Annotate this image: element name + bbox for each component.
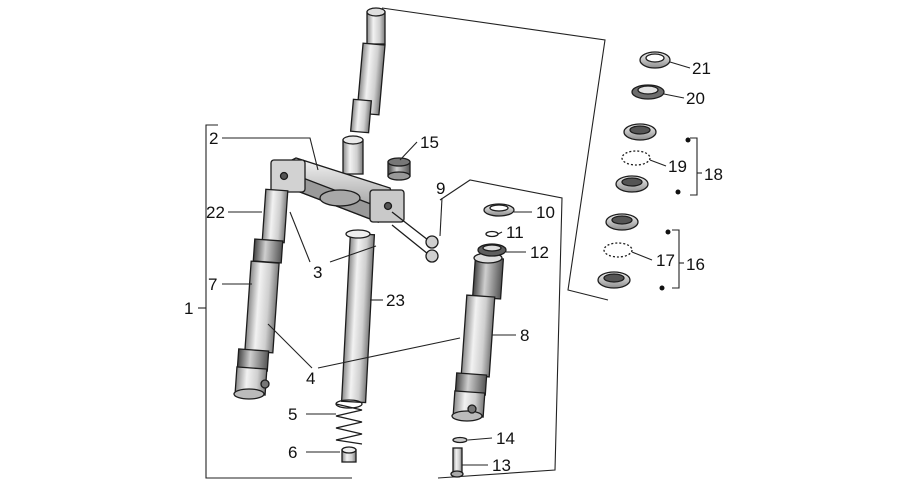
callout-7: 7 xyxy=(208,275,217,294)
part-9-clamp-bolts xyxy=(391,211,439,263)
callout-15: 15 xyxy=(420,133,439,152)
part-19-ball-cage xyxy=(621,150,651,166)
callout-17: 17 xyxy=(656,251,675,270)
callout-1: 1 xyxy=(184,299,193,318)
callout-16: 16 xyxy=(686,255,705,274)
assembly-bracket-1 xyxy=(198,124,352,479)
leader-lines xyxy=(222,61,691,466)
part-18-upper-cup-bottom xyxy=(615,175,649,193)
callout-2: 2 xyxy=(209,129,218,148)
callout-9: 9 xyxy=(436,179,445,198)
part-20-washer xyxy=(631,84,665,100)
left-fork-leg xyxy=(233,188,289,400)
callout-6: 6 xyxy=(288,443,297,462)
callout-13: 13 xyxy=(492,456,511,475)
part-16-lower-cup-bottom xyxy=(597,271,631,289)
part-13-bolt xyxy=(450,447,464,478)
callout-3: 3 xyxy=(313,263,322,282)
callout-10: 10 xyxy=(536,203,555,222)
part-14-washer xyxy=(452,436,468,444)
callout-5: 5 xyxy=(288,405,297,424)
part-6-bush xyxy=(341,446,357,463)
part-23-damper-tube xyxy=(340,229,376,404)
callout-18: 18 xyxy=(704,165,723,184)
part-17-ball-cage xyxy=(603,242,633,258)
part-15-cap-bolt xyxy=(387,157,411,181)
callout-20: 20 xyxy=(686,89,705,108)
bracket-dot xyxy=(659,285,665,291)
callout-11: 11 xyxy=(506,223,524,242)
part-18-upper-cup-top xyxy=(623,123,657,141)
callout-14: 14 xyxy=(496,429,515,448)
steering-stem xyxy=(342,7,386,175)
part-10-dust-seal xyxy=(483,203,515,217)
part-12-oil-seal xyxy=(477,243,507,257)
bracket-dot xyxy=(675,189,681,195)
assembly-bracket-right-fork xyxy=(437,179,563,479)
part-16-lower-cup-top xyxy=(605,213,639,231)
callout-19: 19 xyxy=(668,157,687,176)
fork-crown xyxy=(270,157,405,223)
callout-21: 21 xyxy=(692,59,711,78)
part-11-circlip xyxy=(485,230,499,238)
bracket-dot xyxy=(665,229,671,235)
callout-22: 22 xyxy=(206,203,225,222)
right-fork-leg xyxy=(451,252,505,422)
callout-4: 4 xyxy=(306,369,315,388)
steering-head-link-lines xyxy=(381,7,609,301)
callout-12: 12 xyxy=(530,243,549,262)
bracket-16 xyxy=(672,229,684,289)
callout-23: 23 xyxy=(386,291,405,310)
callout-8: 8 xyxy=(520,326,529,345)
bracket-18 xyxy=(690,137,702,196)
bracket-dot xyxy=(685,137,691,143)
part-5-spring xyxy=(335,399,363,445)
part-21-ring-nut xyxy=(639,51,671,69)
